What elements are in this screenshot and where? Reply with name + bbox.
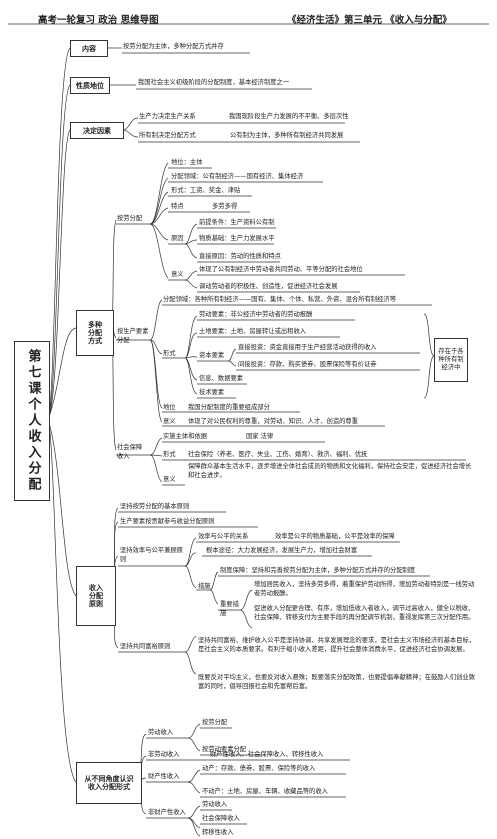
labor-reason-label: 原因 [171,235,184,242]
angle-nonprop-3: 转移性收入 [202,829,234,836]
factor-label: 按生产要素分配 [117,328,149,344]
factor-meaning-label: 意义 [163,418,176,425]
factor-f1: 劳动要素：非公经济中劳动者的劳动报酬 [199,311,313,318]
angle-property-1: 动产：存款、债券、股票、保险等的收入 [202,765,316,772]
social-meaning: 保障群众基本生活水平，逐步增进全体社会成员的物质和文化福利，保持社会安定，促进经… [188,463,472,479]
content-text: 按劳分配为主体，多种分配方式并存 [123,43,224,50]
header-left: 高考一轮复习 政治 思维导图 [38,15,159,26]
angle-property-2: 不动产：土地、房屋、车辆、收藏品等的收入 [202,788,328,795]
common-1: 坚持共同富裕、维护收入公平是坚持协调、共享发展理念的要求，是社会主义市场经济的基… [198,637,476,653]
principle-4: 坚持共同富裕原则 [120,643,171,650]
principle-3: 坚持效率与公平兼顾原则 [120,547,183,563]
important-label: 重要措施 [220,601,239,617]
social-label: 社会保障收入 [117,444,143,460]
labor-field: 分配领域：公有制经济——国有经济、集体经济 [171,173,304,180]
angle-nonprop-2: 社会保障收入 [202,815,240,822]
node-angles: 从不同角度认识收入分配形式 [76,762,142,804]
social-subject-val: 国家 法律 [246,433,274,440]
social-form: 社会保险（养老、医疗、失业、工伤、婚育）、救济、福利、优抚 [188,451,368,458]
factor-b-1: 我国现阶段生产力发展的不平衡、多层次性 [229,113,349,120]
social-form-label: 形式 [163,451,176,458]
common-2: 既要反对平均主义，也要反对收入悬殊；既要落实分配政策，也要提倡奉献精神；在鼓励人… [198,674,476,690]
angle-labor-label: 劳动收入 [148,729,174,736]
factor-f3-label: 资本要素 [199,352,225,359]
node-factors: 决定因素 [70,122,124,139]
nature-text: 我国社会主义初级阶段的分配制度，基本经济制度之一 [138,79,290,86]
factor-f3b: 间接投资：存款、购买债券、股票保险等有价证券 [238,361,377,368]
node-multi: 多种分配方式 [76,310,114,356]
labor-feature: 多劳多得 [212,203,238,210]
factor-meaning: 体现了对公民权利的尊重，对劳动、知识、人才、创造的尊重 [188,418,359,425]
eff-text: 效率是公平的物质基础，公平是效率的保障 [275,533,395,540]
factor-b-2: 公有制为主体，多种所有制经济共同发展 [230,132,344,139]
angle-labor-1: 按劳分配 [202,719,228,726]
social-subject: 实施主体和依据 [163,433,208,440]
factor-f2: 土地要素：土地、房屋转让或出租收入 [199,328,307,335]
labor-status: 地位：主体 [171,159,203,166]
angle-nonlabor-label: 非劳动收入 [148,751,180,758]
factor-status-label: 地位 [163,404,176,411]
labor-meaning-1: 体现了公有制经济中劳动者共同劳动、平等分配的社会地位 [199,266,363,273]
factor-form-label: 形式 [163,350,176,357]
labor-reason-1: 前提条件：生产资料公有制 [199,219,275,226]
factor-f3a: 直接投资：资金直接用于生产经营活动获得的收入 [238,344,377,351]
path-text: 根本途径：大力发展经济，发展生产力，增加社会财富 [206,547,358,554]
factor-a-1: 生产力决定生产关系 [139,113,196,120]
factor-status: 我国分配制度的重要组成部分 [188,404,270,411]
factor-f5: 技术要素 [199,389,225,396]
root-label: 第七课个人收入分配 [25,349,41,493]
angle-nonprop-label: 非财产性收入 [148,809,186,816]
angle-nonprop-1: 劳动收入 [202,801,228,808]
labor-reason-3: 直接原因：劳动的性质和特点 [199,253,281,260]
important-1: 增加居民收入，坚持多劳多得，着重保护劳动所得，增加劳动者特别是一线劳动者劳动报酬… [254,581,475,597]
node-angles-label: 从不同角度认识收入分配形式 [84,774,134,791]
root-node: 第七课个人收入分配 [14,341,50,501]
labor-label: 按劳分配 [117,215,143,222]
measures-label: 措施 [198,583,211,590]
principle-2: 生产要素按贡献参与收益分配原则 [120,518,215,525]
important-2: 促进收入分配更合理、有序，增加低收入者收入，调节过高收入，健全以税收、社会保障、… [254,605,475,621]
node-nature: 性质地位 [70,77,110,94]
node-multi-label: 多种分配方式 [88,320,102,346]
factor-f4: 信息、数据要素 [199,375,244,382]
labor-meaning-label: 意义 [171,271,184,278]
labor-reason-2: 物质基础：生产力发展水平 [199,235,275,242]
system-text: 制度保障：坚持和完善按劳分配为主体，多种分配方式并存的分配制度 [220,567,416,574]
labor-meaning-2: 调动劳动者的积极性、创造性，促进经济社会发展 [199,283,338,290]
angle-property-label: 财产性收入 [148,773,180,780]
labor-feature-label: 特点 [171,203,184,210]
social-meaning-label: 意义 [163,476,176,483]
angle-nonlabor: 财产性收入、社会保障收入、转移性收入 [210,751,324,758]
node-content: 内容 [70,40,108,57]
node-principles: 收入分配原则 [76,566,116,626]
principle-1: 坚持按劳分配的基本原则 [120,503,190,510]
factor-exist-box: 存在于各种所有制经济中 [434,338,468,382]
angle-labor-2: 按劳动要素分配 [202,746,247,753]
eff-label: 效率与公平的关系 [198,533,249,540]
labor-form: 形式：工资、奖金、津贴 [171,187,241,194]
node-principles-label: 收入分配原则 [89,583,103,609]
factor-a-2: 所有制决定分配方式 [139,132,196,139]
header-right: 《经济生活》第三单元 《收入与分配》 [287,15,452,26]
factor-field: 分配领域：各种所有制经济——国有、集体、个体、私营、外资、混合所有制经济等 [163,296,396,303]
